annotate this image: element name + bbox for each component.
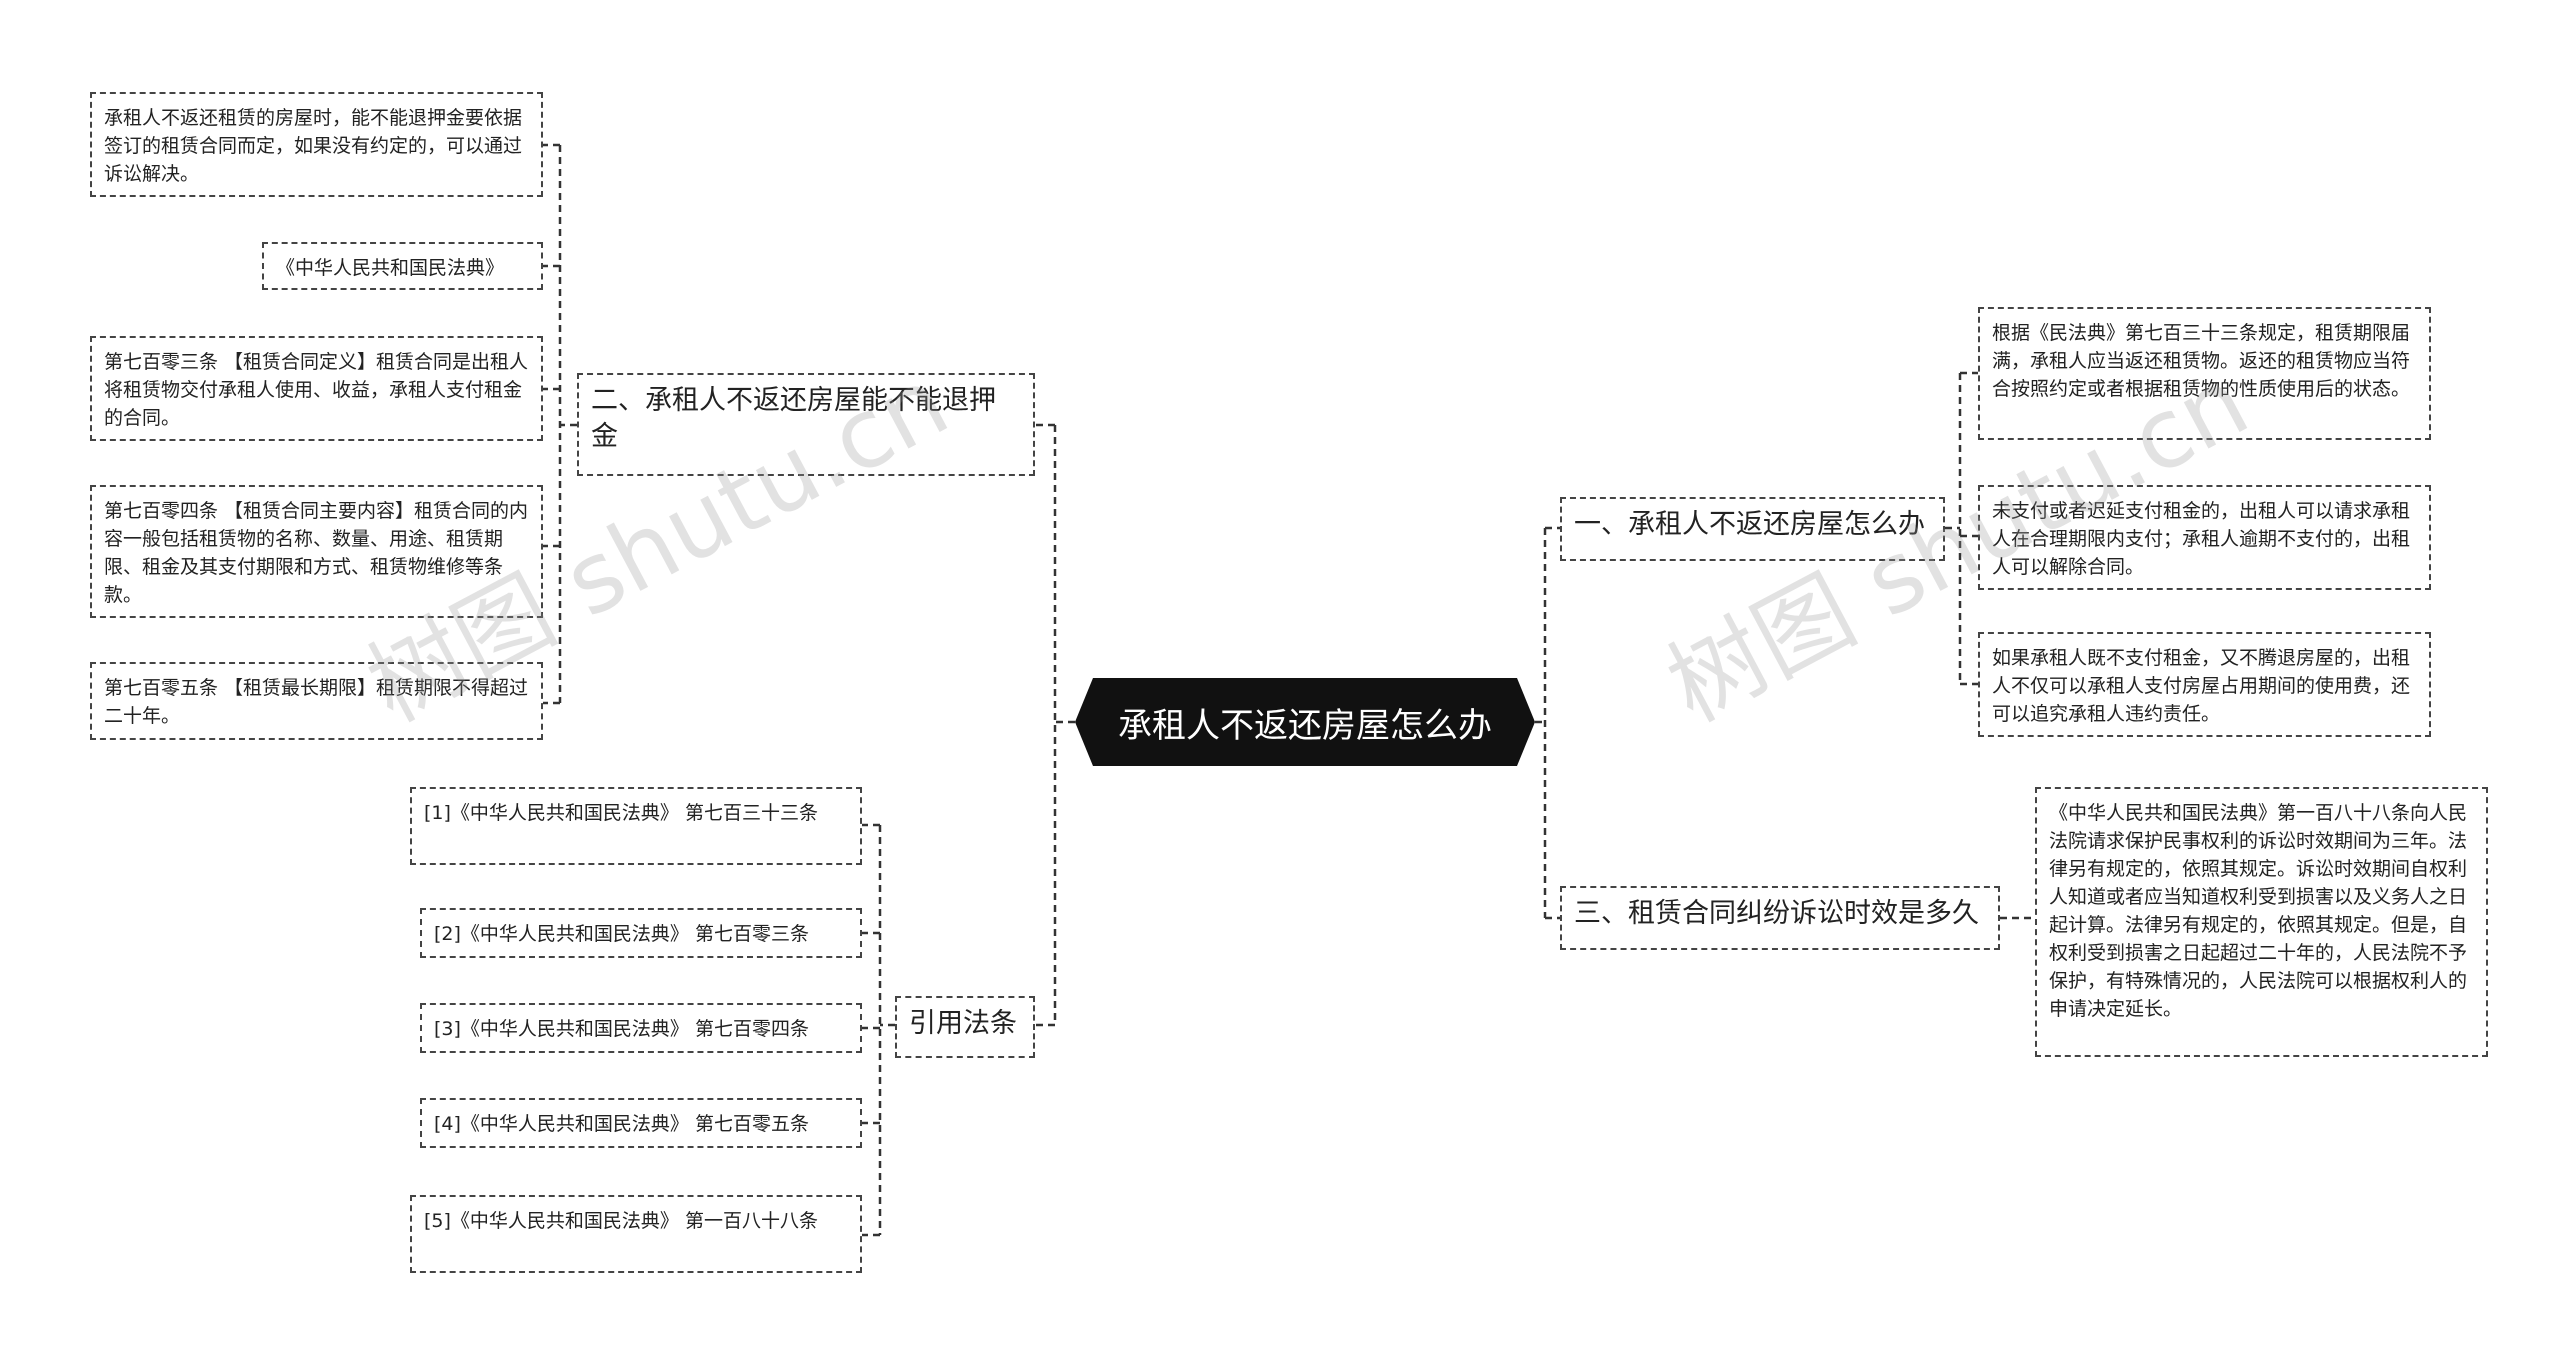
cite-item-3[interactable]: [3]《中华人民共和国民法典》 第七百零四条 (420, 1003, 862, 1053)
leaf-text: [4]《中华人民共和国民法典》 第七百零五条 (434, 1113, 809, 1135)
cite-item-5[interactable]: [5]《中华人民共和国民法典》 第一百八十八条 (410, 1195, 862, 1273)
leaf-text: 《中华人民共和国民法典》 (276, 257, 505, 279)
leaf-unpaid-rent[interactable]: 未支付或者迟延支付租金的，出租人可以请求承租人在合理期限内支付；承租人逾期不支付… (1978, 485, 2431, 590)
leaf-text: 第七百零三条 【租赁合同定义】租赁合同是出租人将租赁物交付承租人使用、收益，承租… (104, 351, 529, 429)
leaf-text: [3]《中华人民共和国民法典》 第七百零四条 (434, 1018, 809, 1040)
leaf-occupancy-fee[interactable]: 如果承租人既不支付租金，又不腾退房屋的，出租人不仅可以承租人支付房屋占用期间的使… (1978, 632, 2431, 737)
leaf-text: [2]《中华人民共和国民法典》 第七百零三条 (434, 923, 809, 945)
branch-what-to-do-label: 一、承租人不返还房屋怎么办 (1574, 509, 1925, 540)
leaf-text: 承租人不返还租赁的房屋时，能不能退押金要依据签订的租赁合同而定，如果没有约定的，… (104, 107, 523, 185)
leaf-deposit-depends-on-contract[interactable]: 承租人不返还租赁的房屋时，能不能退押金要依据签订的租赁合同而定，如果没有约定的，… (90, 92, 543, 197)
leaf-article-733-return[interactable]: 根据《民法典》第七百三十三条规定，租赁期限届满，承租人应当返还租赁物。返还的租赁… (1978, 307, 2431, 440)
leaf-civil-code-title[interactable]: 《中华人民共和国民法典》 (262, 242, 543, 290)
branch-return-deposit[interactable]: 二、承租人不返还房屋能不能退押金 (577, 373, 1035, 476)
branch-return-deposit-label: 二、承租人不返还房屋能不能退押金 (591, 385, 996, 452)
leaf-article-188[interactable]: 《中华人民共和国民法典》第一百八十八条向人民法院请求保护民事权利的诉讼时效期间为… (2035, 787, 2488, 1057)
root-topic[interactable]: 承租人不返还房屋怎么办 (1075, 678, 1535, 766)
leaf-text: 根据《民法典》第七百三十三条规定，租赁期限届满，承租人应当返还租赁物。返还的租赁… (1992, 322, 2411, 400)
leaf-text: [5]《中华人民共和国民法典》 第一百八十八条 (424, 1210, 818, 1232)
branch-cited-articles[interactable]: 引用法条 (895, 996, 1035, 1058)
leaf-article-704[interactable]: 第七百零四条 【租赁合同主要内容】租赁合同的内容一般包括租赁物的名称、数量、用途… (90, 485, 543, 618)
leaf-text: [1]《中华人民共和国民法典》 第七百三十三条 (424, 802, 818, 824)
cite-item-1[interactable]: [1]《中华人民共和国民法典》 第七百三十三条 (410, 787, 862, 865)
branch-what-to-do[interactable]: 一、承租人不返还房屋怎么办 (1560, 497, 1945, 561)
cite-item-4[interactable]: [4]《中华人民共和国民法典》 第七百零五条 (420, 1098, 862, 1148)
leaf-text: 未支付或者迟延支付租金的，出租人可以请求承租人在合理期限内支付；承租人逾期不支付… (1992, 500, 2411, 578)
leaf-article-703[interactable]: 第七百零三条 【租赁合同定义】租赁合同是出租人将租赁物交付承租人使用、收益，承租… (90, 336, 543, 441)
branch-limitation-period-label: 三、租赁合同纠纷诉讼时效是多久 (1574, 898, 1979, 929)
leaf-article-705[interactable]: 第七百零五条 【租赁最长期限】租赁期限不得超过二十年。 (90, 662, 543, 740)
cite-item-2[interactable]: [2]《中华人民共和国民法典》 第七百零三条 (420, 908, 862, 958)
leaf-text: 第七百零五条 【租赁最长期限】租赁期限不得超过二十年。 (104, 677, 529, 727)
root-topic-label: 承租人不返还房屋怎么办 (1118, 705, 1492, 746)
branch-limitation-period[interactable]: 三、租赁合同纠纷诉讼时效是多久 (1560, 886, 2000, 950)
branch-cited-articles-label: 引用法条 (909, 1008, 1017, 1039)
leaf-text: 第七百零四条 【租赁合同主要内容】租赁合同的内容一般包括租赁物的名称、数量、用途… (104, 500, 529, 606)
leaf-text: 如果承租人既不支付租金，又不腾退房屋的，出租人不仅可以承租人支付房屋占用期间的使… (1992, 647, 2411, 725)
leaf-text: 《中华人民共和国民法典》第一百八十八条向人民法院请求保护民事权利的诉讼时效期间为… (2049, 802, 2468, 1020)
